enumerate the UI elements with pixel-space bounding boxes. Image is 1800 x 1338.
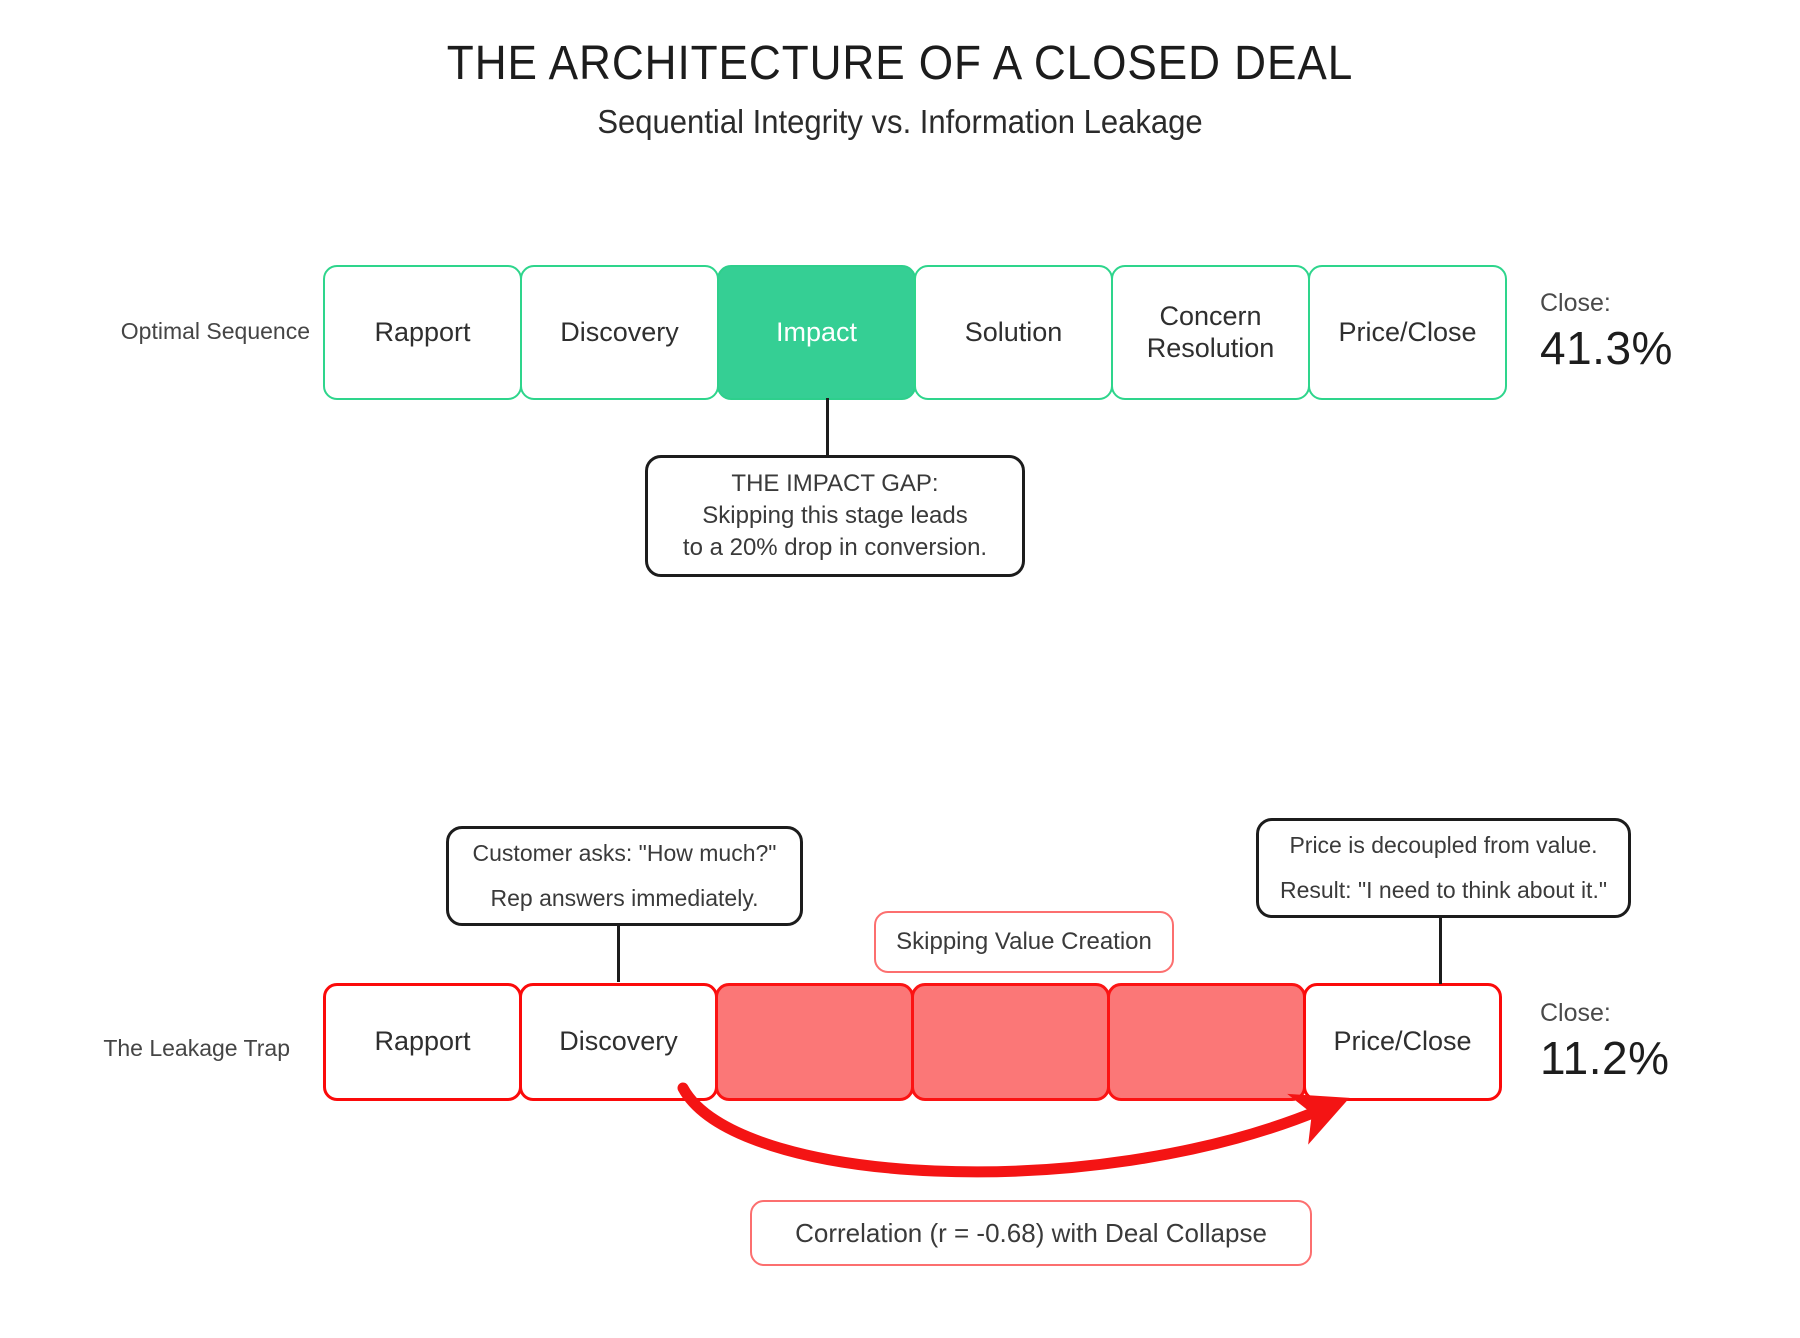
impact-gap-callout: THE IMPACT GAP: Skipping this stage lead… bbox=[645, 455, 1025, 577]
leakage-left-callout-line-2: Rep answers immediately. bbox=[490, 885, 759, 911]
leakage-trap-track: Rapport Discovery Price/Close bbox=[323, 983, 1530, 1101]
leakage-right-callout-line-2: Result: "I need to think about it." bbox=[1279, 877, 1608, 903]
leakage-close-stat: Close: 11.2% bbox=[1540, 999, 1670, 1084]
leakage-right-callout-leader-line bbox=[1439, 918, 1442, 984]
stage-solution-optimal[interactable]: Solution bbox=[914, 265, 1113, 400]
stage-label: Impact bbox=[775, 316, 858, 347]
stage-label: Solution bbox=[964, 316, 1063, 347]
leakage-left-callout: Customer asks: "How much?" Rep answers i… bbox=[446, 826, 803, 926]
optimal-sequence-track: Rapport Discovery Impact Solution Concer… bbox=[323, 265, 1530, 400]
stage-rapport-leakage[interactable]: Rapport bbox=[323, 983, 522, 1101]
close-label: Close: bbox=[1540, 289, 1611, 317]
stage-label: Discovery bbox=[560, 316, 679, 347]
stage-label: Discovery bbox=[559, 1026, 678, 1057]
impact-callout-line-2: Skipping this stage leads bbox=[702, 502, 968, 530]
stage-impact-optimal[interactable]: Impact bbox=[717, 265, 916, 400]
page-header: THE ARCHITECTURE OF A CLOSED DEAL Sequen… bbox=[0, 36, 1800, 141]
stage-price-close-leakage[interactable]: Price/Close bbox=[1303, 983, 1502, 1101]
stage-rapport-optimal[interactable]: Rapport bbox=[323, 265, 522, 400]
leakage-right-callout: Price is decoupled from value. Result: "… bbox=[1256, 818, 1631, 918]
correlation-badge-label: Correlation (r = -0.68) with Deal Collap… bbox=[795, 1217, 1267, 1248]
stage-concern-resolution-optimal[interactable]: Concern Resolution bbox=[1111, 265, 1310, 400]
close-value: 11.2% bbox=[1540, 1031, 1670, 1084]
stage-discovery-optimal[interactable]: Discovery bbox=[520, 265, 719, 400]
impact-callout-line-3: to a 20% drop in conversion. bbox=[682, 533, 988, 561]
skipping-value-creation-badge: Skipping Value Creation bbox=[874, 911, 1174, 973]
stage-label: Price/Close bbox=[1333, 1026, 1472, 1057]
close-value: 41.3% bbox=[1540, 321, 1673, 374]
stage-label: Price/Close bbox=[1338, 316, 1477, 347]
leakage-trap-row-label: The Leakage Trap bbox=[103, 1035, 290, 1061]
stage-price-close-optimal[interactable]: Price/Close bbox=[1308, 265, 1507, 400]
leakage-left-callout-leader-line bbox=[617, 926, 620, 982]
page-subtitle: Sequential Integrity vs. Information Lea… bbox=[597, 103, 1203, 141]
stage-label: Rapport bbox=[374, 316, 471, 347]
leakage-left-callout-line-1: Customer asks: "How much?" bbox=[472, 840, 777, 866]
page-title: THE ARCHITECTURE OF A CLOSED DEAL bbox=[446, 37, 1354, 90]
stage-label: Concern Resolution bbox=[1146, 300, 1275, 363]
stage-label: Rapport bbox=[374, 1026, 471, 1057]
stage-discovery-leakage[interactable]: Discovery bbox=[519, 983, 718, 1101]
impact-callout-line-1: THE IMPACT GAP: bbox=[731, 470, 939, 498]
skip-badge-label: Skipping Value Creation bbox=[896, 928, 1152, 955]
impact-callout-leader-line bbox=[826, 398, 829, 458]
optimal-sequence-row-label: Optimal Sequence bbox=[120, 318, 310, 344]
optimal-close-stat: Close: 41.3% bbox=[1540, 289, 1673, 374]
close-label: Close: bbox=[1540, 999, 1611, 1027]
leakage-right-callout-line-1: Price is decoupled from value. bbox=[1289, 832, 1598, 858]
stage-skipped-1-leakage[interactable] bbox=[715, 983, 914, 1101]
stage-skipped-2-leakage[interactable] bbox=[911, 983, 1110, 1101]
correlation-badge: Correlation (r = -0.68) with Deal Collap… bbox=[750, 1200, 1312, 1266]
stage-skipped-3-leakage[interactable] bbox=[1107, 983, 1306, 1101]
